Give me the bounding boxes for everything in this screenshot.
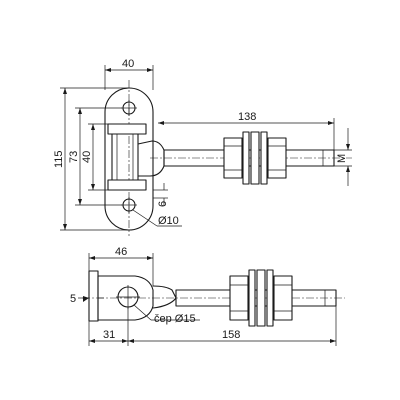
dim-arm-length: 46 — [115, 246, 127, 258]
dim-rod-length: 138 — [238, 111, 256, 123]
dim-pin-length: 40 — [81, 151, 93, 163]
dim-hole-dia: Ø10 — [158, 215, 179, 227]
side-base-plate — [88, 270, 99, 322]
top-view: 40 138 115 73 40 M — [53, 58, 352, 236]
washer-1 — [242, 131, 250, 185]
side-knuckle — [97, 275, 154, 321]
knuckle-bottom — [107, 179, 147, 191]
rod-arm — [137, 140, 165, 177]
side-washer-1 — [248, 269, 256, 327]
pin-body — [111, 133, 139, 181]
dim-width: 40 — [122, 58, 134, 70]
side-washer-3 — [266, 269, 274, 327]
washer-3 — [260, 131, 268, 185]
dim-overall-height: 115 — [53, 150, 65, 168]
side-view: 46 5 čep Ø15 31 158 — [70, 246, 345, 346]
side-hex-nut-2 — [273, 275, 293, 321]
dim-thread: M — [336, 154, 348, 163]
side-arm — [152, 285, 177, 309]
dim-plate: 5 — [70, 293, 76, 305]
hex-nut-2 — [267, 137, 287, 179]
washer-2 — [250, 131, 260, 185]
dim-offset: 6 — [157, 201, 169, 207]
dim-pin-dia: čep Ø15 — [154, 313, 196, 325]
dim-total: 158 — [222, 329, 240, 341]
side-washer-2 — [256, 269, 266, 327]
dim-base: 31 — [103, 329, 115, 341]
side-hex-nut-1 — [229, 275, 249, 321]
hex-nut-1 — [223, 137, 243, 179]
knuckle-top — [107, 123, 147, 135]
dim-hole-spacing: 73 — [68, 151, 80, 163]
